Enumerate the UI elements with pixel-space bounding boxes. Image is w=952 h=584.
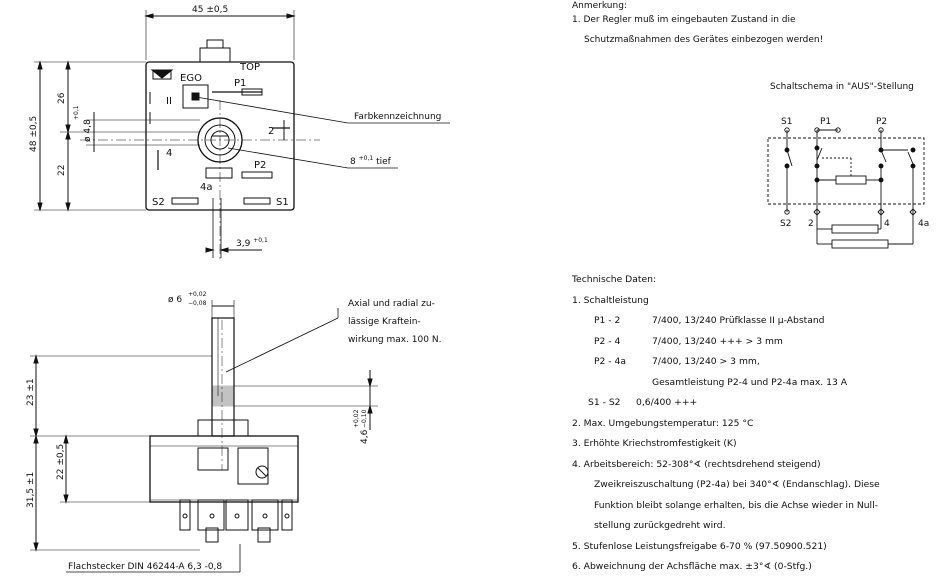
dim-lower: 22 — [57, 165, 67, 176]
tech-item-4: 4. Arbeitsbereich: 52-308°∢ (rechtsdrehe… — [572, 458, 821, 470]
color-marking-box — [182, 84, 209, 109]
connector-note: Flachstecker DIN 46244-A 6,3 -0,8 — [68, 562, 222, 572]
text-s1-s2: 0,6/400 +++ — [636, 397, 698, 408]
shaft-tol-upper: +0,02 — [188, 291, 207, 298]
tech-item-4-line-4: stellung zurückgedreht wird. — [594, 520, 726, 531]
dim-flat-tol-lower: −0,10 — [361, 409, 368, 428]
label-p2-4: P2 - 4 — [594, 335, 621, 347]
dim-width: 45 ±0,5 — [192, 5, 228, 15]
schem-label-4a: 4a — [918, 219, 929, 229]
brand-label: EGO — [180, 73, 202, 84]
terminal-4a: 4a — [200, 182, 213, 193]
tech-row-s1-s2: S1 - S2 0,6/400 +++ — [572, 393, 947, 414]
terminal-p2: P2 — [254, 160, 266, 171]
callout-color: Farbkennzeichnung — [354, 112, 441, 122]
notes-block: Anmerkung: 1. Der Regler muß im eingebau… — [572, 0, 947, 47]
dim-23: 23 ±1 — [26, 378, 36, 406]
side-view-labels: ø 6 +0,02 −0,08 23 ±1 31,5 ±1 22 ±0,5 4,… — [26, 291, 441, 572]
load-note-line-3: wirkung max. 100 N. — [348, 335, 441, 345]
schem-label-2: 2 — [808, 219, 814, 229]
tech-item-3: 3. Erhöhte Kriechstromfestigkeit (K) — [572, 438, 737, 449]
tech-item-4-line-3: Funktion bleibt solange erhalten, bis di… — [594, 499, 878, 511]
schem-label-p1: P1 — [820, 117, 831, 127]
shaft-dia: ø 6 — [168, 295, 182, 305]
side-view — [30, 300, 378, 573]
top-label: TOP — [239, 62, 260, 73]
dim-22: 22 ±0,5 — [56, 444, 66, 480]
label-p2-4a: P2 - 4a — [594, 356, 627, 367]
shaft-tol-lower: −0,08 — [188, 300, 207, 307]
callout-depth: 8 +0,1 tief — [350, 153, 392, 167]
label-s1-s2: S1 - S2 — [588, 397, 621, 408]
tech-row-p2-4a-cont: Gesamtleistung P2-4 und P2-4a max. 13 A — [652, 376, 848, 388]
schematic-title: Schaltschema in "AUS"-Stellung — [770, 82, 914, 92]
dim-31-5: 31,5 ±1 — [26, 472, 36, 508]
dim-flat-tol-upper: +0,02 — [353, 409, 360, 428]
text-p2-4: 7/400, 13/240 +++ > 3 mm — [652, 335, 783, 347]
tech-item-2: 2. Max. Umgebungstemperatur: 125 °C — [572, 417, 754, 429]
tech-item-5: 5. Stufenlose Leistungsfreigabe 6-70 % (… — [572, 540, 827, 552]
dim-shaft-offset: 3,9 +0,1 — [236, 237, 268, 249]
schem-label-s1: S1 — [781, 117, 792, 127]
load-note-line-1: Axial und radial zu- — [348, 299, 435, 309]
wiring-schematic — [767, 127, 925, 249]
terminal-4: 4 — [166, 148, 172, 159]
tech-row-p2-4a: P2 - 4a 7/400, 13/240 > 3 mm, — [572, 352, 947, 373]
dim-upper: 26 — [57, 92, 67, 104]
tech-row-p2-4: P2 - 4 7/400, 13/240 +++ > 3 mm — [572, 332, 947, 353]
load-resistor-2-icon — [831, 239, 889, 249]
dim-flat: 4,6 — [360, 429, 370, 444]
notes-line-2: Schutzmaßnahmen des Gerätes einbezogen w… — [584, 35, 824, 45]
load-note-line-2: lässige Kraftein- — [348, 317, 421, 327]
roman-mark: II — [166, 96, 172, 107]
top-view-labels: 45 ±0,5 48 ±0,5 26 22 ø 4,8 +0,1 EGO TOP… — [29, 5, 441, 249]
text-p1-2: 7/400, 13/240 Prüfklasse II µ-Abstand — [652, 315, 825, 326]
terminal-s1: S1 — [276, 197, 289, 208]
dim-height-total: 48 ±0,5 — [29, 116, 39, 152]
top-view — [34, 10, 450, 260]
tech-item-1: 1. Schaltleistung — [572, 294, 649, 306]
shaft — [211, 317, 235, 437]
heater-resistor-icon — [835, 175, 867, 185]
tech-item-4-line-2: Zweikreiszuschaltung (P2-4a) bei 340°∢ (… — [594, 479, 880, 490]
notes-heading: Anmerkung: — [572, 1, 627, 11]
top-tab — [199, 47, 231, 63]
tech-row-p1-2: P1 - 2 7/400, 13/240 Prüfklasse II µ-Abst… — [572, 311, 947, 332]
label-p1-2: P1 - 2 — [594, 315, 621, 326]
schem-label-s2: S2 — [780, 219, 791, 229]
tech-item-6: 6. Abweichnung der Achsfläche max. ±3°∢ … — [572, 561, 812, 572]
schem-label-4: 4 — [884, 219, 890, 229]
schematic-housing — [767, 137, 925, 205]
terminal-2: 2 — [268, 126, 274, 137]
tech-data-block: Technische Daten: 1. Schaltleistung P1 -… — [572, 270, 947, 578]
dim-diameter-tol: +0,1 — [73, 105, 80, 120]
terminal-p1: P1 — [234, 78, 246, 89]
notes-line-1: 1. Der Regler muß im eingebauten Zustand… — [572, 15, 796, 25]
terminal-s2: S2 — [152, 197, 165, 208]
text-p2-4a: 7/400, 13/240 > 3 mm, — [652, 356, 760, 367]
schematic-labels: S1 P1 P2 S2 2 4 4a — [780, 117, 929, 229]
tech-heading: Technische Daten: — [572, 274, 657, 285]
ego-logo-icon — [150, 69, 174, 80]
load-resistor-1-icon — [831, 224, 879, 234]
schem-label-p2: P2 — [876, 117, 887, 127]
dim-diameter: ø 4,8 — [83, 119, 93, 142]
